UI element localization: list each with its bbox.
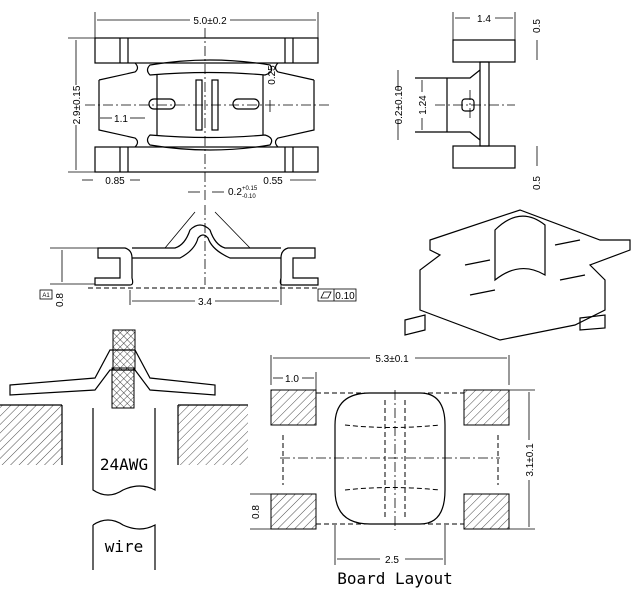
dim-pad-width: 1.0 [285, 374, 299, 385]
dim-inner: 1.24 [418, 95, 429, 115]
pad-top-right [463, 389, 510, 426]
dim-slot: 1.1 [114, 114, 128, 125]
dim-offset: 0.2±0.10 [394, 85, 405, 124]
board-layout-title: Board Layout [337, 569, 453, 588]
dim-width: 5.0±0.2 [193, 16, 227, 27]
pad-top-left [270, 389, 317, 426]
dim-board-height: 3.1±0.1 [525, 443, 536, 477]
tol-minus: -0.10 [242, 194, 256, 200]
isometric-view [404, 209, 631, 341]
datum-label: A1 [42, 293, 50, 299]
front-view: A1 0.8 3.4 0.10 [39, 205, 357, 308]
board-layout: 5.3±0.1 1.0 3.1±0.1 0.8 2.5 Board Layout [250, 354, 536, 588]
pad-bottom-right [463, 493, 510, 530]
tol-plus: +0.15 [242, 186, 258, 192]
dim-center: 2.5 [385, 555, 399, 566]
side-view: 1.4 0.5 0.5 0.2±0.10 1.24 [394, 12, 543, 190]
dim-bottom-pad: 0.5 [532, 176, 543, 190]
dim-center-gap: 0.2 [228, 187, 242, 198]
dim-front-height: 0.8 [55, 293, 66, 307]
flatness-value: 0.10 [335, 291, 355, 302]
dim-top-pad: 0.5 [532, 19, 543, 33]
wire-view: 24AWG wire [0, 329, 248, 570]
dim-gap: 0.25 [267, 65, 278, 85]
pad-bottom-left [270, 493, 317, 530]
flatness-icon [320, 291, 332, 299]
dim-board-width: 5.3±0.1 [375, 354, 409, 365]
dim-span: 3.4 [198, 297, 212, 308]
dim-right-pad: 0.55 [263, 176, 283, 187]
dim-left-pad: 0.85 [105, 176, 125, 187]
dim-height: 2.9±0.15 [72, 85, 83, 124]
wire-label: wire [105, 537, 144, 556]
dim-side-width: 1.4 [477, 14, 491, 25]
top-view: 5.0±0.2 2.9±0.15 1.1 0.25 0.85 0.55 0.2 … [68, 12, 330, 200]
dim-pad-height: 0.8 [251, 505, 262, 519]
wire-gauge-label: 24AWG [100, 455, 148, 474]
